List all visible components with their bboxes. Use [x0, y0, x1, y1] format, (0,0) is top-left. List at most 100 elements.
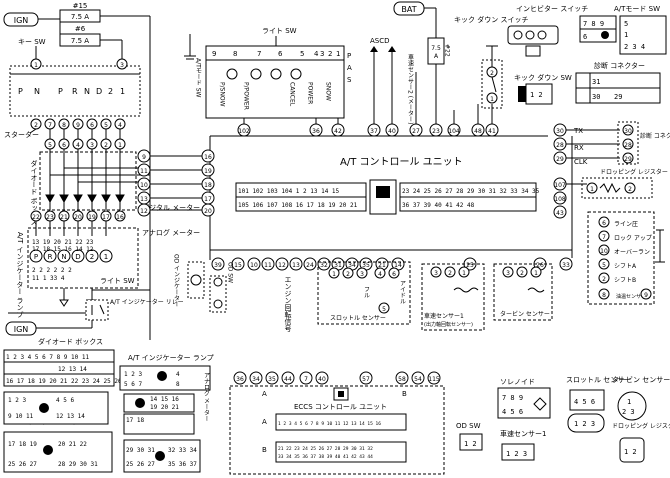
diode-box-title: ダイオード ボックス: [38, 337, 103, 346]
svg-text:A: A: [262, 390, 267, 398]
svg-text:N: N: [34, 87, 40, 96]
svg-text:29 30 31: 29 30 31: [126, 447, 155, 454]
svg-text:23: 23: [432, 128, 440, 135]
svg-text:16: 16: [116, 214, 124, 221]
solenoid-connector: 7 8 9 4 5 6: [497, 387, 551, 419]
ign-bottom-terminal: IGN: [5, 321, 37, 336]
svg-text:4: 4: [76, 142, 80, 149]
svg-text:(出力軸回転センサー): (出力軸回転センサー): [424, 321, 473, 328]
svg-text:17: 17: [204, 196, 212, 203]
svg-text:35: 35: [362, 262, 370, 269]
svg-text:1: 1: [624, 31, 628, 39]
ign-top-terminal: IGN: [3, 12, 39, 27]
fuse-6: #6 7.5 A: [59, 25, 101, 47]
svg-text:1 2 3 4 5 6 7 8 9 10 11: 1 2 3 4 5 6 7 8 9 10 11: [6, 354, 89, 361]
svg-text:32: 32: [320, 262, 328, 269]
svg-text:21: 21: [378, 262, 386, 269]
svg-text:31: 31: [592, 78, 600, 86]
svg-text:9 10 11: 9 10 11: [8, 413, 34, 420]
inhibitor-output-row: 2 7 8 9 6 5 4: [30, 118, 126, 130]
svg-text:R: R: [48, 253, 53, 261]
svg-text:27: 27: [412, 128, 420, 135]
svg-text:16 17 18 19 20 21 22 23 24 25: 16 17 18 19 20 21 22 23 24 25 26: [6, 378, 122, 385]
svg-text:1: 1: [34, 62, 38, 69]
svg-text:28: 28: [556, 142, 564, 149]
svg-text:A: A: [347, 64, 352, 72]
svg-text:25 26 27: 25 26 27: [8, 461, 37, 468]
svg-text:22: 22: [32, 214, 40, 221]
solenoid-block: 6 ライン圧 7 ロック アップ 10 オーバーラン 5 シフトA 2 シフトB…: [587, 211, 655, 305]
svg-text:102: 102: [238, 128, 250, 135]
svg-text:108: 108: [554, 196, 566, 203]
svg-text:25 26 27: 25 26 27: [126, 461, 155, 468]
svg-text:13: 13: [140, 196, 148, 203]
svg-text:2: 2: [90, 253, 94, 261]
svg-text:6: 6: [62, 142, 66, 149]
at-mode-sw-title: A/Tモード SW: [614, 5, 660, 13]
svg-text:P: P: [34, 253, 38, 261]
kickdown-sw-connector: 1 2: [518, 83, 553, 105]
svg-text:15: 15: [234, 262, 242, 269]
svg-text:6: 6: [392, 271, 396, 278]
svg-text:20: 20: [204, 208, 212, 215]
speed-sensor2-label: 車速センサー2 (メーター): [407, 53, 414, 124]
svg-text:P: P: [18, 87, 23, 96]
at-mode-switch-block: A/Tモード SW 9 8 7 6 5 4 3 2 1 P/SNOW P/POW…: [195, 45, 352, 119]
svg-text:油温センサー: 油温センサー: [616, 293, 646, 300]
svg-text:車速センサー1: 車速センサー1: [424, 312, 464, 320]
svg-text:30: 30: [624, 128, 632, 135]
svg-text:40: 40: [318, 376, 326, 383]
atcu-title: A/T コントロール ユニット: [340, 157, 463, 168]
svg-text:42: 42: [334, 128, 342, 135]
svg-text:1: 1: [462, 270, 466, 277]
svg-text:12 13 14: 12 13 14: [56, 413, 85, 420]
svg-text:36: 36: [312, 128, 320, 135]
svg-text:43: 43: [556, 210, 564, 217]
svg-text:36: 36: [236, 376, 244, 383]
top-bus-pins: 102 36 42 37 40 27 23 104 48 41: [237, 123, 499, 137]
svg-text:17: 17: [102, 214, 110, 221]
svg-text:1 2: 1 2: [464, 440, 477, 448]
svg-text:ECCS コントロール ユニット: ECCS コントロール ユニット: [294, 403, 387, 411]
diag-connector: 31 30 29: [575, 72, 661, 104]
svg-text:1: 1: [336, 50, 340, 58]
svg-text:35 36 37: 35 36 37: [168, 461, 197, 468]
light-sw-left-label: ライト SW: [100, 277, 135, 285]
speed-sensor-1: 3 2 1 車速センサー1 (出力軸回転センサー): [421, 263, 485, 331]
svg-text:33 34 35 36 37 38 39 40 41 42: 33 34 35 36 37 38 39 40 41 42 43 44: [278, 454, 373, 460]
svg-text:107: 107: [554, 182, 566, 189]
svg-text:1 2 3: 1 2 3: [574, 420, 595, 428]
svg-text:36 37 39 40 41 42 4: 36 37 39 40 41 42 48: [402, 202, 475, 209]
svg-text:A/T インジケーター リレー: A/T インジケーター リレー: [110, 298, 184, 306]
starter-label: スターター: [4, 130, 39, 139]
atcu-connector: 101 102 103 104 1 2 13 14 15 105 106 107…: [235, 179, 540, 215]
inhibitor-switch-title: インヒビター スイッチ: [516, 4, 588, 13]
svg-text:1 2 3: 1 2 3: [124, 371, 142, 378]
svg-text:12: 12: [140, 208, 148, 215]
turbine-sensor-title: タービン センサー: [612, 375, 670, 384]
svg-text:1 2: 1 2: [624, 448, 637, 456]
svg-text:7: 7: [257, 50, 261, 58]
light-sw-top-label: ライト SW: [262, 27, 297, 35]
svg-text:6: 6: [583, 33, 587, 41]
svg-text:1: 1: [332, 271, 336, 278]
svg-text:N: N: [61, 253, 66, 261]
svg-text:IGN: IGN: [14, 325, 29, 334]
svg-text:34: 34: [252, 376, 260, 383]
svg-text:4: 4: [314, 50, 319, 58]
svg-text:101 102 103 104 1 2 13 14 15: 101 102 103 104 1 2 13 14 15: [238, 188, 340, 195]
svg-text:1 2: 1 2: [530, 91, 543, 99]
svg-text:1 2 3: 1 2 3: [506, 450, 527, 458]
svg-text:ロック アップ: ロック アップ: [614, 235, 652, 242]
svg-text:6: 6: [602, 220, 606, 227]
speed-sensor1-title: 車速センサー1: [500, 429, 546, 438]
svg-text:28: 28: [624, 142, 632, 149]
od-switch: [209, 275, 227, 313]
throttle-sensor-title: スロットル センサー: [566, 376, 631, 384]
turbine-sensor-connector: 1 2 3: [617, 391, 647, 421]
svg-text:8: 8: [233, 50, 237, 58]
dropping-resistor-title: ドロッピング レジスター: [612, 422, 670, 430]
svg-text:A: A: [262, 418, 267, 426]
svg-text:7 8 9: 7 8 9: [502, 394, 523, 402]
svg-text:7: 7: [304, 376, 308, 383]
